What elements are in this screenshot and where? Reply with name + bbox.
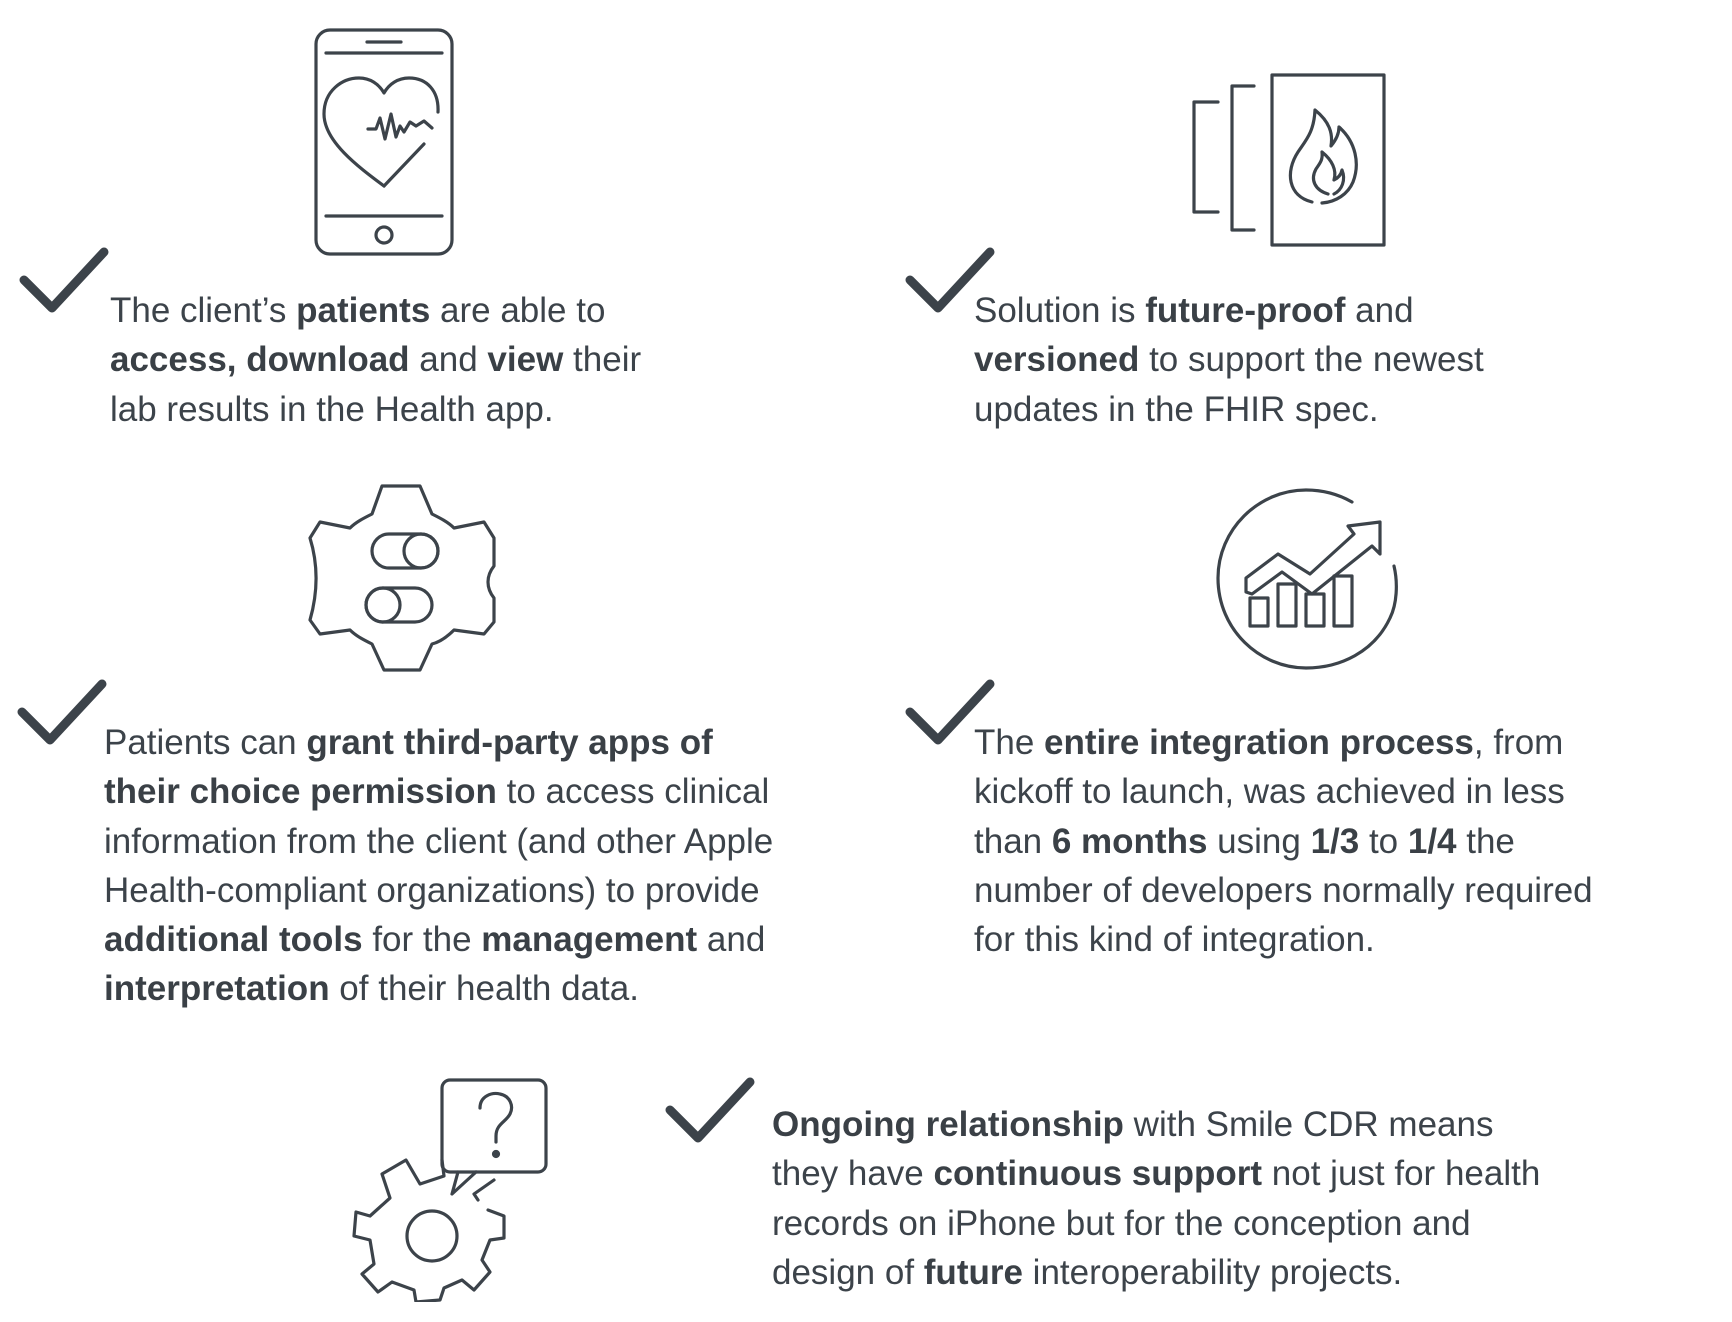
text-line: their choice permission to access clinic… [104,767,773,816]
text-line: number of developers normally required [974,866,1593,915]
emphasis-text: view [487,340,564,380]
text-run: the [1456,821,1515,861]
emphasis-text: interpretation [104,969,330,1009]
emphasis-text: patients [296,291,431,330]
text-run: to [1359,821,1408,861]
text-line: versioned to support the newest [974,335,1484,384]
growth-chart-circle-icon [1214,486,1400,672]
smartphone-heart-icon [312,26,456,258]
text-run: The client’s [110,291,297,330]
text-run: Health-compliant organizations) to provi… [104,870,760,910]
benefit-text-integration-process: The entire integration process, from kick… [974,718,1593,964]
emphasis-text: Ongoing relationship [772,1105,1124,1144]
text-run: updates in the FHIR spec. [974,389,1379,429]
text-run: using [1207,821,1311,861]
text-run: kickoff to launch, was achieved in less [974,772,1565,812]
text-run: and [409,340,488,380]
text-run: for the [362,920,482,960]
emphasis-text: management [481,920,698,960]
text-run: The [974,723,1045,762]
text-run: and [697,920,766,960]
emphasis-text: 1/3 [1310,821,1360,861]
text-line: updates in the FHIR spec. [974,385,1484,434]
text-run: , from [1473,723,1564,762]
check-icon-4 [904,676,996,750]
text-run: their [563,340,642,380]
text-line: records on iPhone but for the conception… [772,1199,1540,1248]
text-run: not just for health [1262,1154,1541,1194]
text-line: kickoff to launch, was achieved in less [974,767,1593,816]
text-run: design of [772,1252,924,1292]
emphasis-text: 1/4 [1407,821,1457,861]
text-line: Patients can grant third-party apps of [104,718,773,767]
text-run: than [974,821,1052,861]
emphasis-text: 6 months [1051,821,1208,861]
text-line: interpretation of their health data. [104,964,773,1013]
text-line: access, download and view their [110,335,641,384]
text-line: additional tools for the management and [104,915,773,964]
emphasis-text: future-proof [1145,291,1346,330]
check-icon-5 [664,1074,756,1148]
text-line: lab results in the Health app. [110,385,641,434]
text-run: of their health data. [329,969,639,1009]
emphasis-text: continuous support [933,1154,1263,1194]
gear-toggles-icon [308,482,496,674]
emphasis-text: entire integration process [1044,723,1474,762]
text-line: The entire integration process, from [974,718,1593,767]
benefit-text-ongoing-relationship: Ongoing relationship with Smile CDR mean… [772,1100,1540,1297]
text-line: for this kind of integration. [974,915,1593,964]
text-run: records on iPhone but for the conception… [772,1203,1471,1243]
text-run: information from the client (and other A… [104,821,774,861]
text-line: design of future interoperability projec… [772,1248,1540,1297]
text-run: are able to [430,291,606,330]
gear-question-bubble-icon [350,1076,550,1302]
text-run: number of developers normally required [974,870,1593,910]
emphasis-text: access, download [110,340,410,380]
check-icon-1 [18,244,110,318]
text-run: and [1345,291,1414,330]
emphasis-text: their choice permission [104,772,497,812]
text-run: interoperability projects. [1022,1252,1403,1292]
text-run: they have [772,1154,934,1194]
text-line: The client’s patients are able to [110,286,641,335]
check-icon-3 [16,676,108,750]
emphasis-text: grant third-party apps of [306,723,713,762]
text-run: to access clinical [496,772,770,812]
text-line: Solution is future-proof and [974,286,1484,335]
text-line: than 6 months using 1/3 to 1/4 the [974,817,1593,866]
emphasis-text: future [923,1252,1023,1292]
text-run: for this kind of integration. [974,920,1375,960]
versioned-fire-document-icon [1190,72,1388,248]
text-line: Ongoing relationship with Smile CDR mean… [772,1100,1540,1149]
text-run: with Smile CDR means [1123,1105,1494,1144]
emphasis-text: versioned [974,340,1140,380]
text-line: they have continuous support not just fo… [772,1149,1540,1198]
text-run: Solution is [974,291,1146,330]
text-run: Patients can [104,723,307,762]
emphasis-text: additional tools [104,920,363,960]
text-line: Health-compliant organizations) to provi… [104,866,773,915]
text-line: information from the client (and other A… [104,817,773,866]
text-run: to support the newest [1139,340,1484,380]
text-run: lab results in the Health app. [110,389,554,429]
check-icon-2 [904,244,996,318]
